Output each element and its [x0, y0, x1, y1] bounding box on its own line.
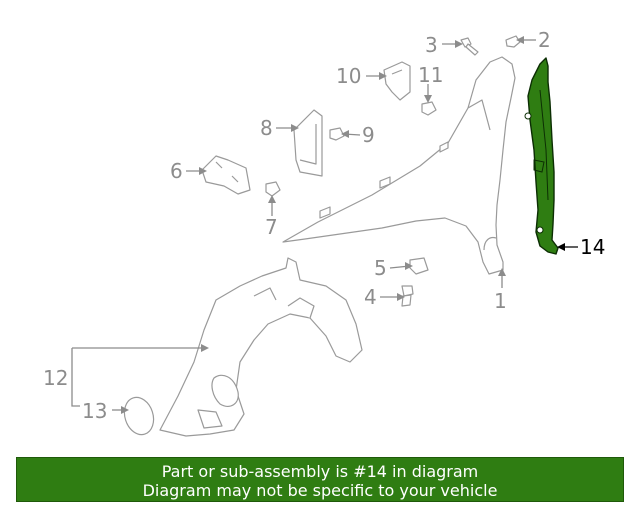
callout-11: 11: [418, 63, 443, 87]
part-2-clip[interactable]: [505, 35, 521, 48]
callout-8: 8: [260, 116, 273, 140]
part-9-clip[interactable]: [329, 127, 345, 141]
exploded-parts-diagram: 1 2 3 4 5 6 7 8 9 10 11 12 13 14: [43, 28, 605, 439]
callout-3: 3: [425, 33, 438, 57]
part-10-bracket[interactable]: [383, 61, 411, 101]
callout-6: 6: [170, 159, 183, 183]
part-12-wheelhouse-liner[interactable]: [159, 257, 363, 437]
part-3-bolt[interactable]: [460, 37, 479, 56]
part-1-fender[interactable]: [282, 56, 516, 275]
part-4-stud[interactable]: [401, 285, 414, 307]
callout-labels: 1 2 3 4 5 6 7 8 9 10 11 12 13 14: [43, 28, 605, 423]
banner-line-2: Diagram may not be specific to your vehi…: [142, 481, 498, 500]
callout-7: 7: [265, 215, 278, 239]
callout-4: 4: [364, 285, 377, 309]
part-13-cap[interactable]: [120, 394, 158, 439]
callout-1: 1: [494, 289, 507, 313]
part-14-highlighted-seal[interactable]: [524, 57, 559, 255]
callout-2: 2: [538, 28, 551, 52]
callout-12: 12: [43, 366, 68, 390]
arrowheads: [121, 36, 565, 414]
banner-line-1: Part or sub-assembly is #14 in diagram: [161, 462, 479, 481]
part-11-clip[interactable]: [421, 101, 437, 116]
callout-14: 14: [580, 235, 605, 259]
callout-9: 9: [362, 123, 375, 147]
part-8-bracket[interactable]: [293, 109, 323, 177]
part-7-clip[interactable]: [265, 181, 281, 197]
callout-10: 10: [336, 64, 361, 88]
info-banner: Part or sub-assembly is #14 in diagram D…: [16, 457, 624, 502]
callout-5: 5: [374, 256, 387, 280]
callout-13: 13: [82, 399, 107, 423]
part-6-bracket[interactable]: [201, 155, 251, 195]
